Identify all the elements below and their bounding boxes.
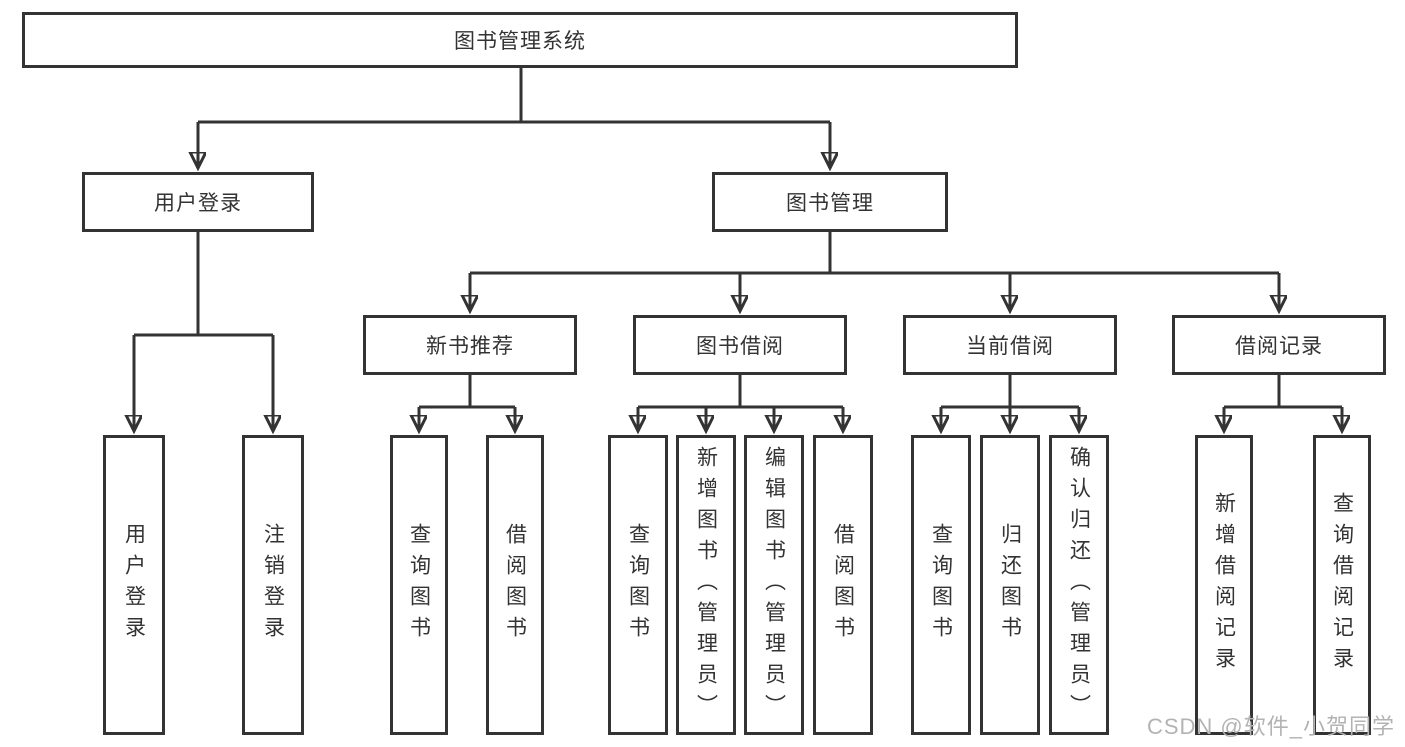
node-borrowing-records: 借阅记录	[1172, 315, 1386, 375]
node-library-management-system: 图书管理系统	[22, 12, 1018, 68]
leaf-query-books: 查询图书	[390, 435, 448, 735]
leaf-add-books-admin: 新增图书（管理员）	[676, 435, 736, 735]
node-new-book-recommendation: 新书推荐	[363, 315, 577, 375]
leaf-label: 新增图书（管理员）	[694, 445, 718, 725]
leaf-label: 确认归还（管理员）	[1067, 445, 1091, 725]
leaf-confirm-return-admin: 确认归还（管理员）	[1049, 435, 1109, 735]
leaf-label: 归还图书	[998, 523, 1022, 647]
leaf-user-login: 用户登录	[103, 435, 165, 735]
node-book-management: 图书管理	[712, 172, 948, 232]
leaf-query-books: 查询图书	[911, 435, 971, 735]
leaf-label: 用户登录	[122, 523, 146, 647]
leaf-borrow-books: 借阅图书	[813, 435, 873, 735]
leaf-label: 查询图书	[407, 523, 431, 647]
leaf-logout: 注销登录	[242, 435, 304, 735]
leaf-query-borrow-record: 查询借阅记录	[1313, 435, 1371, 735]
leaf-label: 借阅图书	[831, 523, 855, 647]
leaf-query-books: 查询图书	[608, 435, 668, 735]
leaf-add-borrow-record: 新增借阅记录	[1195, 435, 1253, 735]
leaf-label: 注销登录	[261, 523, 285, 647]
leaf-label: 编辑图书（管理员）	[762, 445, 786, 725]
leaf-label: 借阅图书	[503, 523, 527, 647]
leaf-borrow-books: 借阅图书	[486, 435, 544, 735]
leaf-edit-books-admin: 编辑图书（管理员）	[744, 435, 804, 735]
leaf-label: 查询图书	[626, 523, 650, 647]
leaf-label: 新增借阅记录	[1212, 492, 1236, 678]
leaf-label: 查询图书	[929, 523, 953, 647]
node-user-login: 用户登录	[82, 172, 314, 232]
leaf-return-books: 归还图书	[980, 435, 1040, 735]
csdn-watermark: CSDN @软件_小贺同学	[1146, 714, 1395, 739]
node-book-borrowing: 图书借阅	[633, 315, 847, 375]
node-current-borrowing: 当前借阅	[903, 315, 1117, 375]
leaf-label: 查询借阅记录	[1330, 492, 1354, 678]
